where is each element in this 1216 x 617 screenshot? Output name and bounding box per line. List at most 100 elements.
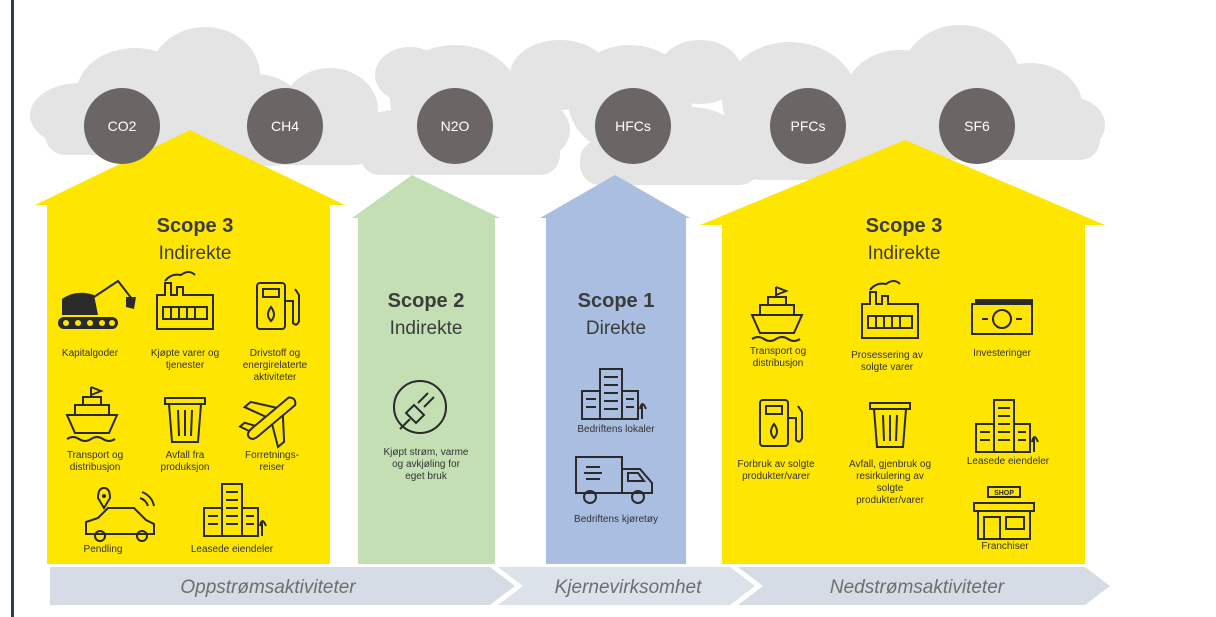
item-label: Avfall fra produksjon [161, 450, 210, 473]
gas-label: HFCs [615, 118, 651, 134]
buildings-icon [975, 399, 1039, 453]
item-label-line: distribusjon [70, 462, 121, 473]
scope3-downstream-subtitle: Indirekte [868, 243, 941, 264]
fuel-pump-icon [256, 282, 300, 330]
item-label: Forbruk av solgte produkter/varer [737, 459, 815, 482]
item-label-line: produkter/varer [856, 495, 924, 506]
item-label: Leasede eiendeler [967, 456, 1050, 467]
gas-label: CH4 [271, 118, 299, 134]
airplane-icon [238, 396, 297, 449]
downstream-band-label: Nedstrømsaktiviteter [830, 577, 1005, 598]
scope1-subtitle: Direkte [586, 318, 646, 339]
item-label: Transport og distribusjon [67, 450, 123, 473]
excavator-icon [58, 279, 136, 329]
gas-bubble [247, 88, 323, 164]
trash-bin-icon [164, 397, 206, 443]
scope3-downstream-title: Scope 3 [866, 215, 943, 237]
car-commute-icon [85, 486, 155, 542]
downstream-band [738, 567, 1110, 605]
banknote-icon [971, 299, 1033, 335]
item-label-line: produksjon [161, 462, 210, 473]
item-label: Leasede eiendeler [191, 544, 274, 555]
item-label-line: Investeringer [973, 348, 1031, 359]
power-plug-icon [393, 380, 447, 434]
item-label-line: Bedriftens kjøretøy [574, 514, 658, 525]
scope2-arrow [352, 175, 500, 564]
item-label: Transport og distribusjon [750, 346, 806, 369]
gas-circle: N2O [417, 88, 493, 164]
gas-circle: CH4 [247, 88, 323, 164]
gas-circle: PFCs [770, 88, 846, 164]
item-label-line: og avkjøling for [392, 459, 460, 470]
item-label-line: Prosessering av [851, 350, 923, 361]
item-label-line: Forretnings- [245, 450, 299, 461]
item-label: Franchiser [981, 541, 1029, 552]
item-label-line: Leasede eiendeler [967, 456, 1050, 467]
scope2-subtitle: Indirekte [390, 318, 463, 339]
shop-icon: SHOP [973, 486, 1035, 540]
item-label-line: tjenester [166, 360, 205, 371]
truck-icon [575, 456, 653, 504]
item-label-line: Avfall fra [166, 450, 205, 461]
item-label: Prosessering av solgte varer [851, 350, 923, 373]
item-label-line: eget bruk [405, 471, 448, 482]
core-band [498, 567, 755, 605]
gas-bubble [770, 88, 846, 164]
ship-icon [750, 286, 804, 342]
item-label-line: Transport og [67, 450, 123, 461]
item-label-line: distribusjon [753, 358, 804, 369]
buildings-icon [581, 368, 647, 420]
gas-label: PFCs [791, 118, 826, 134]
item-label: Bedriftens kjøretøy [574, 514, 658, 525]
scope3-upstream-subtitle: Indirekte [159, 243, 232, 264]
item-label-line: produkter/varer [742, 471, 810, 482]
scope2-title: Scope 2 [388, 290, 465, 312]
scope1-title: Scope 1 [578, 290, 655, 312]
item-label: Kjøpte varer og tjenester [151, 348, 219, 371]
item-label-line: Drivstoff og [250, 348, 300, 359]
item-label-line: reiser [259, 462, 285, 473]
gas-circle: SF6 [939, 88, 1015, 164]
gas-bubble [595, 88, 671, 164]
cloud-6 [845, 25, 1105, 160]
scope3-upstream-arrow [35, 130, 345, 564]
item-label: Kjøpt strøm, varme og avkjøling for eget… [383, 447, 468, 482]
factory-icon [156, 271, 214, 330]
item-label: Bedriftens lokaler [577, 424, 655, 435]
item-label-line: Kapitalgoder [62, 348, 119, 359]
item-label-line: Forbruk av solgte [737, 459, 815, 470]
gas-bubble [84, 88, 160, 164]
gas-label: N2O [441, 118, 470, 134]
scope3-downstream-arrow [700, 140, 1105, 564]
item-label-line: resirkulering av [856, 471, 924, 482]
gas-circle: CO2 [84, 88, 160, 164]
item-label: Avfall, gjenbruk og resirkulering av sol… [849, 459, 931, 506]
upstream-band [50, 567, 515, 605]
item-label-line: Bedriftens lokaler [577, 424, 655, 435]
gas-bubble [939, 88, 1015, 164]
scope3-upstream-title: Scope 3 [157, 215, 234, 237]
item-label: Investeringer [973, 348, 1031, 359]
left-border-line [11, 0, 14, 617]
item-label-line: energirelaterte [243, 360, 308, 371]
fuel-pump-icon [759, 399, 803, 447]
shop-sign-text: SHOP [994, 490, 1014, 497]
item-label: Kapitalgoder [62, 348, 119, 359]
ship-icon [65, 386, 119, 442]
gas-circle: HFCs [595, 88, 671, 164]
item-label-line: solgte [877, 483, 904, 494]
item-label-line: Franchiser [981, 541, 1029, 552]
item-label-line: Transport og [750, 346, 806, 357]
item-label-line: Avfall, gjenbruk og [849, 459, 931, 470]
upstream-band-label: Oppstrømsaktiviteter [180, 577, 356, 598]
gas-label: CO2 [108, 118, 137, 134]
trash-bin-icon [869, 402, 911, 448]
item-label-line: Pendling [84, 544, 123, 555]
gas-bubble [417, 88, 493, 164]
item-label-line: Leasede eiendeler [191, 544, 274, 555]
item-label-line: Kjøpt strøm, varme [383, 447, 468, 458]
item-label-line: Kjøpte varer og [151, 348, 219, 359]
item-label-line: aktiviteter [254, 372, 297, 383]
gas-label: SF6 [964, 118, 990, 134]
